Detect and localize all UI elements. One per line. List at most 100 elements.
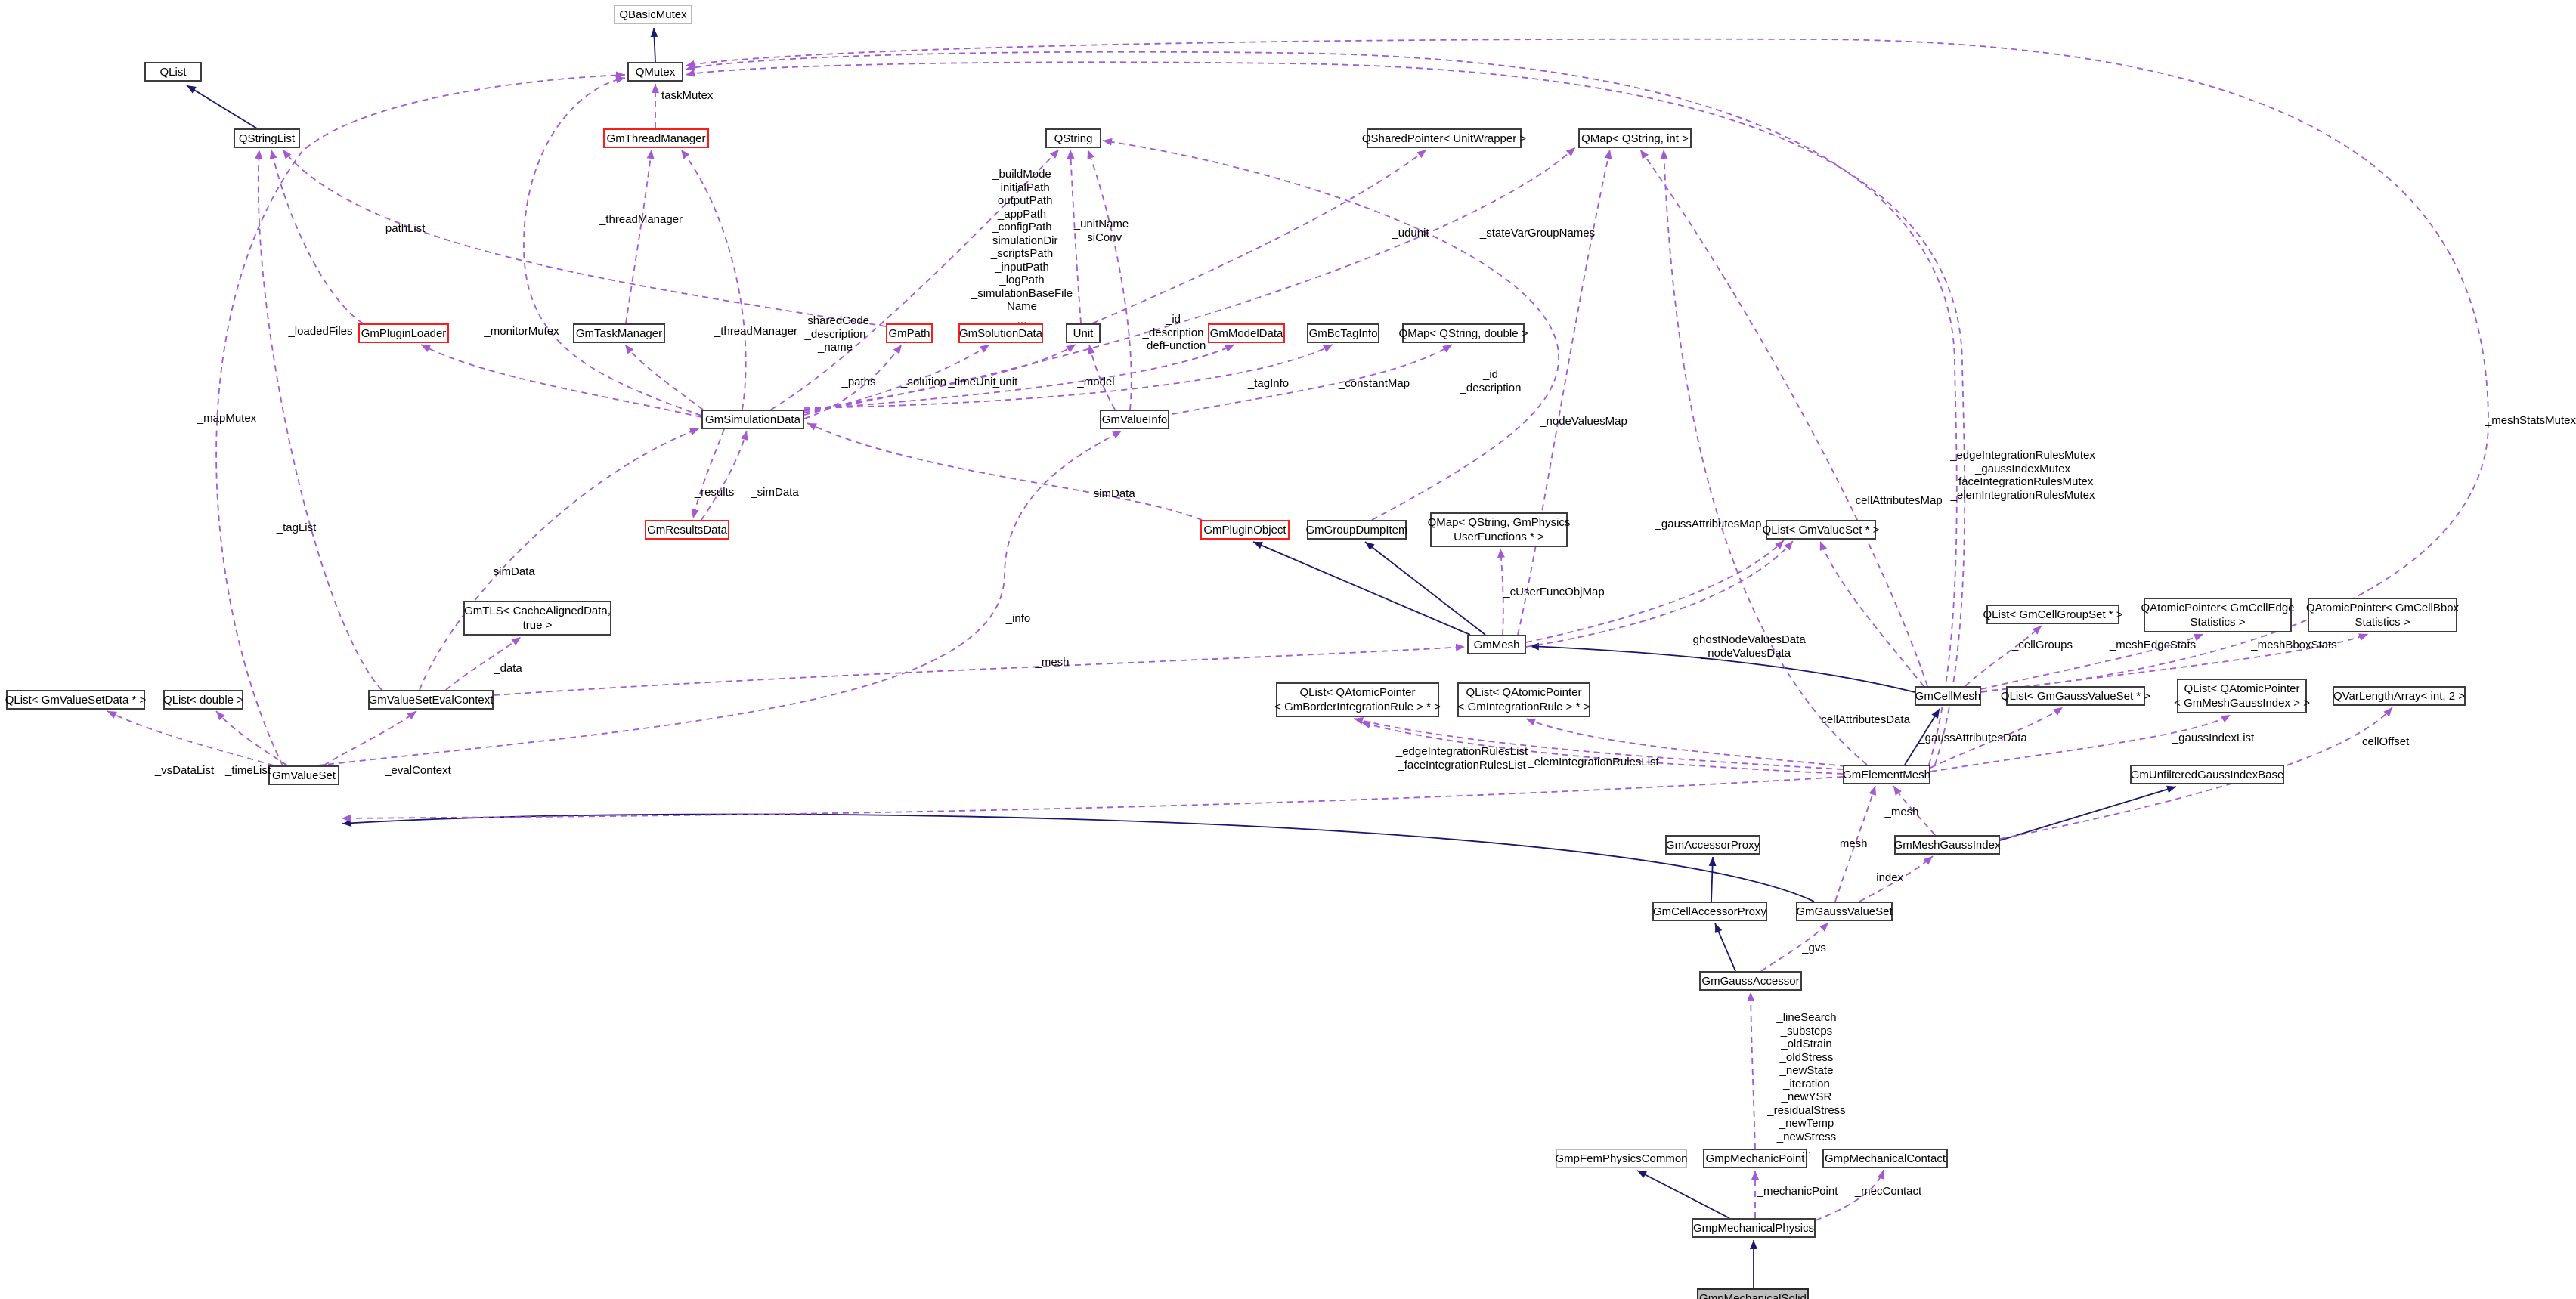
edge-label-line: _simulationBaseFile bbox=[971, 286, 1073, 300]
node-label-line: < GmMeshGaussIndex > > bbox=[2174, 697, 2310, 710]
node-Unit[interactable]: Unit bbox=[1066, 323, 1101, 343]
edge-label: _solution bbox=[901, 376, 946, 389]
node-QListGmValueSetPtr[interactable]: QList< GmValueSet * > bbox=[1763, 520, 1879, 540]
edge-GmTaskManager-GmThreadManager bbox=[625, 149, 655, 324]
node-QStringList[interactable]: QStringList bbox=[234, 128, 300, 148]
node-QList[interactable]: QList bbox=[144, 62, 202, 82]
node-label-line: true > bbox=[522, 619, 553, 632]
node-GmTaskManager[interactable]: GmTaskManager bbox=[573, 323, 665, 343]
edge-label: _tagInfo bbox=[1248, 377, 1289, 391]
node-label-line: UserFunctions * > bbox=[1454, 530, 1544, 543]
node-GmUnfilteredGaussIndexBase[interactable]: GmUnfilteredGaussIndexBase bbox=[2130, 765, 2284, 784]
node-GmValueSetEvalContext[interactable]: GmValueSetEvalContext bbox=[368, 690, 494, 710]
node-GmPluginLoader[interactable]: GmPluginLoader bbox=[358, 323, 449, 343]
node-GmResultsData[interactable]: GmResultsData bbox=[645, 520, 729, 540]
edge-label-line: _threadManager bbox=[714, 325, 798, 338]
node-GmpMechanicalContact[interactable]: GmpMechanicalContact bbox=[1822, 1149, 1948, 1168]
node-label-line: GmMeshGaussIndex bbox=[1893, 838, 2001, 852]
node-label-line: QVarLengthArray< int, 2 > bbox=[2333, 689, 2465, 703]
node-GmCellAccessorProxy[interactable]: GmCellAccessorProxy bbox=[1652, 902, 1767, 921]
node-GmAccessorProxy[interactable]: GmAccessorProxy bbox=[1665, 835, 1760, 855]
node-QMapQStringDouble[interactable]: QMap< QString, double > bbox=[1399, 323, 1528, 343]
node-GmpMechanicalPhysics[interactable]: GmpMechanicalPhysics bbox=[1692, 1218, 1816, 1238]
edge-GmMeshGaussIndex-GmUnfilteredGaussIndexBase bbox=[1999, 785, 2177, 841]
edge-GmValueSet-GmValueInfo bbox=[317, 430, 1122, 766]
node-QListIntRule[interactable]: QList< QAtomicPointer< GmIntegrationRule… bbox=[1457, 682, 1590, 717]
node-QMutex[interactable]: QMutex bbox=[627, 62, 683, 82]
node-GmValueInfo[interactable]: GmValueInfo bbox=[1100, 410, 1169, 429]
node-QListMeshGaussIdx[interactable]: QList< QAtomicPointer < GmMeshGaussIndex … bbox=[2174, 679, 2310, 713]
edge-label: _cellGroups bbox=[2012, 639, 2073, 652]
edge-label: _gaussAttributesData bbox=[1918, 731, 2026, 745]
node-GmGaussAccessor[interactable]: GmGaussAccessor bbox=[1699, 971, 1802, 991]
node-QListDouble[interactable]: QList< double > bbox=[163, 690, 243, 710]
node-GmThreadManager[interactable]: GmThreadManager bbox=[603, 128, 709, 148]
edge-label-line: _cUserFuncObjMap bbox=[1503, 586, 1605, 598]
node-label-line: GmPluginLoader bbox=[361, 326, 447, 340]
edge-label-line: _newState bbox=[1779, 1064, 1834, 1077]
edge-label-line: _configPath bbox=[992, 221, 1052, 234]
node-QBasicMutex[interactable]: QBasicMutex bbox=[614, 5, 692, 24]
node-GmpFemPhysicsCommon[interactable]: GmpFemPhysicsCommon bbox=[1555, 1149, 1688, 1168]
node-label-line: < GmIntegrationRule > * > bbox=[1457, 701, 1590, 713]
node-GmPath[interactable]: GmPath bbox=[886, 323, 933, 343]
edge-label-line: _tagInfo bbox=[1247, 377, 1290, 390]
edge-label: _gaussIndexList bbox=[2172, 731, 2254, 745]
node-QListGmValueSetDataPtr[interactable]: QList< GmValueSetData * > bbox=[5, 690, 147, 710]
edge-label-line: Name bbox=[1006, 300, 1038, 313]
node-label-line: QSharedPointer< UnitWrapper > bbox=[1361, 131, 1527, 145]
edge-label-line: _iteration bbox=[1783, 1077, 1830, 1090]
edge-GmPluginLoader-QStringList bbox=[269, 149, 364, 324]
node-GmMeshGaussIndex[interactable]: GmMeshGaussIndex bbox=[1894, 835, 2000, 855]
node-label-line: QList< QAtomicPointer bbox=[1299, 686, 1416, 699]
node-QString[interactable]: QString bbox=[1045, 128, 1101, 148]
node-GmElementMesh[interactable]: GmElementMesh bbox=[1843, 765, 1930, 784]
node-GmpMechanicalSolid[interactable]: GmpMechanicalSolid bbox=[1697, 1288, 1809, 1299]
node-GmBcTagInfo[interactable]: GmBcTagInfo bbox=[1307, 323, 1379, 343]
edge-label: _taskMutex bbox=[655, 89, 714, 103]
edge-GmCellMesh-QAtomicCellBboxStats bbox=[1980, 633, 2369, 693]
node-QListBorderIntRule[interactable]: QList< QAtomicPointer < GmBorderIntegrati… bbox=[1274, 682, 1441, 717]
node-GmGaussValueSet[interactable]: GmGaussValueSet bbox=[1796, 902, 1893, 921]
edge-label: _unit bbox=[993, 376, 1018, 389]
node-label-line: QList< QAtomicPointer bbox=[2184, 682, 2300, 695]
edge-label-line: _simulationDir bbox=[986, 234, 1058, 247]
edge-label-line: _gaussIndexList bbox=[2172, 731, 2255, 744]
node-QVarLengthArray[interactable]: QVarLengthArray< int, 2 > bbox=[2333, 686, 2466, 706]
node-label-line: GmpMechanicalSolid bbox=[1699, 1291, 1807, 1299]
edge-label-line: _initialPath bbox=[994, 181, 1050, 194]
node-GmPluginObject[interactable]: GmPluginObject bbox=[1200, 520, 1290, 540]
node-GmCellMesh[interactable]: GmCellMesh bbox=[1915, 686, 1981, 706]
node-label-line: GmModelData bbox=[1209, 326, 1283, 340]
edge-GmSimulationData-QString bbox=[770, 149, 1060, 410]
node-GmMesh[interactable]: GmMesh bbox=[1467, 635, 1526, 654]
edge-label-line: _meshStatsMutex bbox=[2485, 414, 2576, 427]
edge-label: _data bbox=[494, 662, 522, 676]
node-label-line: QList< GmValueSetData * > bbox=[5, 693, 147, 707]
node-QSharedPointerUnitWrapper[interactable]: QSharedPointer< UnitWrapper > bbox=[1362, 128, 1526, 148]
node-GmModelData[interactable]: GmModelData bbox=[1208, 323, 1285, 343]
edge-label: _threadManager bbox=[599, 213, 683, 227]
node-GmSolutionData[interactable]: GmSolutionData bbox=[958, 323, 1043, 343]
edge-label-line: _simData bbox=[751, 486, 799, 499]
edge-QMutex-QBasicMutex bbox=[650, 27, 658, 63]
edge-GmMesh-GmGroupDumpItem bbox=[1364, 541, 1486, 636]
node-QMapQStringInt[interactable]: QMap< QString, int > bbox=[1578, 128, 1692, 148]
node-QListGmCellGroupSetPtr[interactable]: QList< GmCellGroupSet * > bbox=[1983, 605, 2123, 624]
node-label-line: < GmBorderIntegrationRule > * > bbox=[1274, 701, 1441, 713]
node-label-line: QList< GmGaussValueSet * > bbox=[2000, 689, 2151, 703]
edge-label-line: _oldStrain bbox=[1781, 1038, 1832, 1050]
node-QListGmGaussValueSetPtr[interactable]: QList< GmGaussValueSet * > bbox=[2001, 686, 2150, 706]
edge-label: _unitName_siConv bbox=[1074, 218, 1129, 244]
node-GmSimulationData[interactable]: GmSimulationData bbox=[701, 410, 804, 429]
node-GmpMechanicPoint[interactable]: GmpMechanicPoint bbox=[1703, 1149, 1807, 1168]
edge-label: _cellOffset bbox=[2356, 735, 2410, 749]
node-GmValueSet[interactable]: GmValueSet bbox=[268, 765, 339, 785]
node-GmGroupDumpItem[interactable]: GmGroupDumpItem bbox=[1305, 520, 1408, 540]
node-label-line: GmPath bbox=[888, 326, 930, 340]
node-GmTLS[interactable]: GmTLS< CacheAlignedData,true > bbox=[463, 601, 611, 636]
node-label-line: GmCellAccessorProxy bbox=[1652, 905, 1767, 918]
